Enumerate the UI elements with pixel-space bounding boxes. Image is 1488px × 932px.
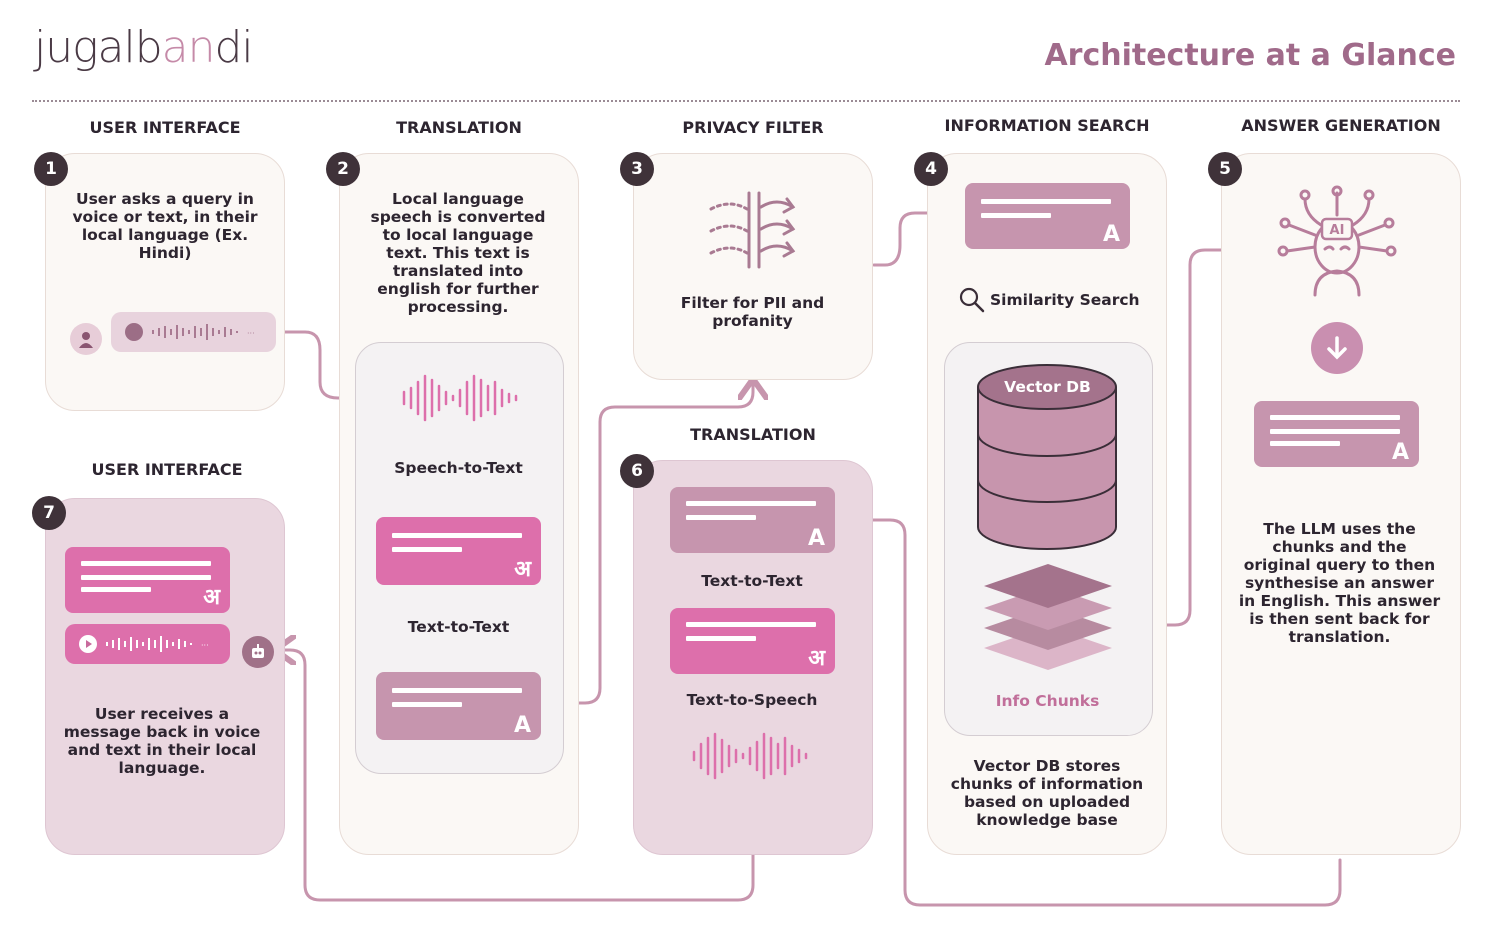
logo-text-1: jugalb [34,22,163,73]
robot-icon [242,636,274,668]
waveform-icon: ··· [152,324,255,340]
heading-user-interface-2: USER INTERFACE [91,460,243,479]
label-info-chunks: Info Chunks [995,692,1100,710]
answer-text-card: A [1254,401,1419,467]
heading-translation-2: TRANSLATION [690,425,816,444]
play-icon[interactable] [125,323,143,341]
connector-5-6 [838,520,1342,907]
step-badge-7: 7 [32,496,66,530]
ai-label: AI [1330,223,1345,238]
hindi-glyph: अ [514,557,531,582]
step-7-description: User receives a message back in voice an… [63,705,261,777]
connector-3-4 [872,213,960,267]
logo-text-3: di [214,22,254,73]
step-5-description: The LLM uses the chunks and the original… [1238,520,1441,646]
logo: jugalbandi [34,22,254,73]
step-badge-1: 1 [34,152,68,186]
label-speech-to-text: Speech-to-Text [394,459,523,477]
waveform-icon [692,732,808,780]
english-text-card-6: A [670,487,835,553]
waveform-icon [402,374,518,422]
heading-information-search: INFORMATION SEARCH [944,116,1150,135]
heading-user-interface: USER INTERFACE [89,118,241,137]
filter-icon [709,191,796,269]
panel-step-3 [633,153,873,380]
svg-text:···: ··· [201,641,209,650]
logo-text-2: an [161,22,216,73]
connector-2-3 [554,382,753,705]
step-badge-4: 4 [914,152,948,186]
connector-1-2 [278,330,398,398]
ai-head-icon: AI [1277,185,1397,297]
english-glyph: A [513,713,531,738]
search-icon [959,287,985,313]
step-badge-3: 3 [620,152,654,186]
label-vector-db: Vector DB [1004,378,1091,396]
arrow-down-icon [1311,322,1363,374]
label-text-to-speech: Text-to-Speech [686,691,818,709]
hindi-text-card: अ [376,517,541,585]
label-text-to-text: Text-to-Text [407,618,510,636]
play-icon[interactable] [79,635,97,653]
english-text-card: A [376,672,541,740]
panel-step-1 [45,153,285,411]
label-similarity-search: Similarity Search [990,291,1140,309]
step-badge-5: 5 [1208,152,1242,186]
step-badge-6: 6 [620,454,654,488]
reply-text-card: अ [65,547,230,613]
hindi-glyph-6: अ [808,646,825,671]
label-text-to-text-6: Text-to-Text [701,572,803,590]
connector-4-5 [1112,250,1272,627]
step-badge-2: 2 [326,152,360,186]
divider [32,100,1460,102]
step-2-description: Local language speech is converted to lo… [370,190,546,316]
heading-answer-generation: ANSWER GENERATION [1241,116,1441,135]
query-text-card: A [965,183,1130,249]
user-avatar-icon [70,323,102,355]
english-glyph-4: A [1102,222,1120,247]
step-1-description: User asks a query in voice or text, in t… [72,190,258,262]
english-glyph-6: A [807,526,825,551]
panel-step-5 [1221,153,1461,855]
svg-text:···: ··· [247,329,255,338]
english-glyph-5: A [1391,440,1409,465]
waveform-icon: ··· [106,636,209,652]
step-4-description: Vector DB stores chunks of information b… [950,757,1144,829]
layers-icon [984,564,1112,670]
connector-6-7 [278,650,755,902]
heading-translation: TRANSLATION [396,118,522,137]
heading-privacy-filter: PRIVACY FILTER [682,118,824,137]
step-3-description: Filter for PII and profanity [680,294,825,330]
page-title: Architecture at a Glance [1044,38,1456,73]
database-icon [977,364,1117,550]
voice-message-bubble[interactable]: ··· [111,312,276,352]
hindi-text-card-6: अ [670,608,835,674]
reply-voice-bubble[interactable]: ··· [65,624,230,664]
hindi-glyph-7: अ [203,585,220,610]
